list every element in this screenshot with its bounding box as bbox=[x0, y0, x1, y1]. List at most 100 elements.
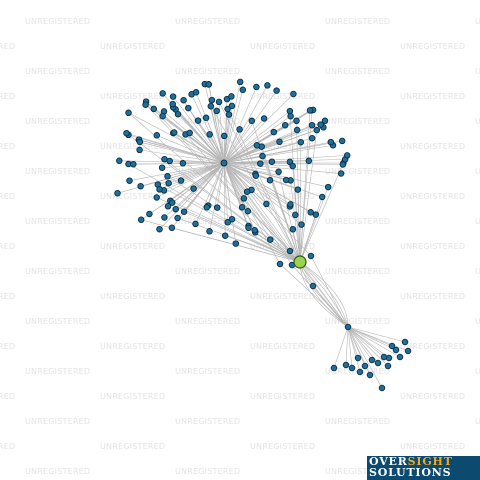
network-edge bbox=[223, 129, 240, 164]
network-node bbox=[238, 204, 246, 211]
watermark-text: UNREGISTERED bbox=[0, 42, 15, 51]
network-node bbox=[275, 168, 282, 176]
network-node bbox=[245, 224, 252, 232]
network-node bbox=[174, 214, 181, 222]
network-node bbox=[257, 160, 264, 167]
watermark-text: UNREGISTERED bbox=[400, 92, 465, 101]
network-edge bbox=[223, 162, 294, 230]
network-edge bbox=[299, 261, 349, 328]
watermark-text: UNREGISTERED bbox=[25, 17, 90, 26]
watermark-text: UNREGISTERED bbox=[0, 442, 15, 451]
network-edge bbox=[299, 130, 318, 263]
watermark-text: UNREGISTERED bbox=[25, 167, 90, 176]
network-edge bbox=[223, 162, 312, 257]
watermark-text: UNREGISTERED bbox=[400, 342, 465, 351]
watermark-text: UNREGISTERED bbox=[400, 192, 465, 201]
network-edge bbox=[347, 326, 393, 347]
network-edge bbox=[223, 81, 241, 164]
network-node bbox=[276, 260, 284, 268]
network-node bbox=[361, 362, 369, 370]
network-node bbox=[164, 203, 172, 210]
network-edge bbox=[163, 162, 225, 191]
network-edge bbox=[223, 110, 291, 164]
watermark-text: UNREGISTERED bbox=[325, 117, 390, 126]
network-edge bbox=[223, 144, 334, 164]
network-node bbox=[378, 384, 386, 392]
hub-node bbox=[344, 323, 352, 331]
network-node bbox=[289, 226, 297, 233]
network-node bbox=[208, 96, 216, 104]
network-node bbox=[243, 188, 251, 195]
network-node bbox=[228, 215, 236, 223]
network-node bbox=[150, 105, 158, 113]
network-node bbox=[215, 98, 223, 106]
watermark-text: UNREGISTERED bbox=[175, 467, 240, 476]
network-node bbox=[185, 104, 192, 112]
network-edge bbox=[126, 132, 225, 164]
watermark-text: UNREGISTERED bbox=[25, 117, 90, 126]
watermark-text: UNREGISTERED bbox=[100, 242, 165, 251]
network-node bbox=[354, 354, 362, 362]
watermark-text: UNREGISTERED bbox=[25, 317, 90, 326]
watermark-text: UNREGISTERED bbox=[25, 417, 90, 426]
network-node bbox=[324, 183, 332, 191]
network-node bbox=[137, 182, 144, 190]
network-edge bbox=[262, 156, 301, 263]
watermark-text: UNREGISTERED bbox=[0, 342, 15, 351]
network-node bbox=[281, 121, 289, 129]
network-edge bbox=[188, 107, 301, 263]
network-node bbox=[267, 236, 274, 243]
watermark-text: UNREGISTERED bbox=[250, 292, 315, 301]
network-node bbox=[228, 93, 235, 100]
network-node bbox=[308, 121, 316, 129]
watermark-text: UNREGISTERED bbox=[25, 267, 90, 276]
network-node bbox=[293, 126, 301, 134]
network-node bbox=[305, 157, 313, 165]
network-edge bbox=[223, 120, 253, 164]
network-edge bbox=[291, 264, 349, 328]
network-node bbox=[263, 200, 270, 208]
network-node bbox=[286, 247, 294, 255]
network-node bbox=[232, 240, 240, 247]
network-edge bbox=[299, 261, 349, 328]
network-node bbox=[192, 220, 199, 228]
network-edge bbox=[139, 139, 225, 164]
network-edge bbox=[141, 162, 225, 221]
network-node bbox=[396, 353, 404, 361]
network-node bbox=[179, 160, 187, 167]
network-node bbox=[172, 205, 179, 213]
watermark-text: UNREGISTERED bbox=[475, 367, 480, 376]
network-node bbox=[236, 78, 244, 86]
network-edge bbox=[188, 107, 225, 164]
watermark-text: UNREGISTERED bbox=[475, 167, 480, 176]
network-edge bbox=[191, 94, 225, 164]
network-edge bbox=[193, 162, 225, 189]
network-edge bbox=[223, 162, 329, 188]
network-node bbox=[206, 131, 213, 138]
network-node bbox=[228, 102, 236, 110]
network-edge bbox=[164, 158, 301, 263]
network-edge bbox=[223, 162, 296, 216]
network-node bbox=[392, 346, 400, 354]
network-node bbox=[153, 132, 161, 139]
network-node bbox=[244, 207, 252, 215]
network-node bbox=[165, 179, 172, 187]
network-edge bbox=[347, 326, 389, 367]
network-edge bbox=[223, 89, 244, 164]
network-node bbox=[253, 142, 261, 149]
network-node bbox=[158, 164, 166, 171]
network-edge bbox=[299, 261, 349, 328]
network-edge bbox=[223, 161, 272, 164]
network-edge bbox=[299, 196, 323, 263]
watermark-text: UNREGISTERED bbox=[0, 392, 15, 401]
watermark-text: UNREGISTERED bbox=[400, 392, 465, 401]
network-node bbox=[348, 364, 356, 372]
network-edge bbox=[347, 326, 353, 369]
network-edge bbox=[299, 162, 344, 263]
network-node bbox=[253, 83, 260, 91]
watermark-text: UNREGISTERED bbox=[475, 417, 480, 426]
network-edge bbox=[223, 162, 237, 244]
network-node bbox=[292, 211, 299, 219]
network-node bbox=[186, 129, 193, 137]
network-node bbox=[205, 81, 212, 88]
